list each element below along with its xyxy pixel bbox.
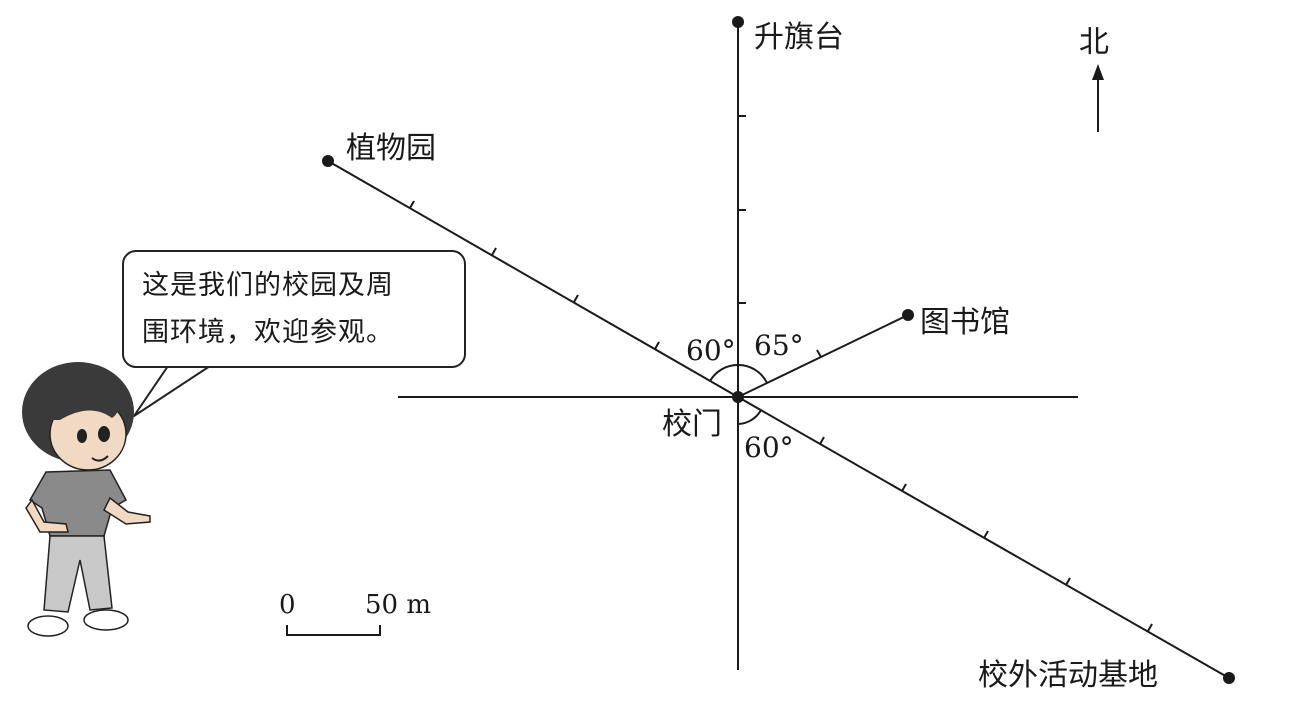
garden-angle-label: 60° bbox=[686, 334, 736, 367]
library-label: 图书馆 bbox=[920, 305, 1010, 340]
library-route-ticks bbox=[816, 349, 822, 358]
base-angle-label: 60° bbox=[744, 431, 794, 464]
north-axis-ticks bbox=[738, 115, 746, 304]
girl-illustration bbox=[22, 362, 151, 637]
speech-line-2: 围环境，欢迎参观。 bbox=[142, 317, 394, 348]
scale-fifty-label: 50 m bbox=[365, 590, 431, 620]
library-point bbox=[902, 309, 914, 321]
speech-line-1: 这是我们的校园及周 bbox=[142, 270, 394, 301]
library-angle-label: 65° bbox=[754, 329, 804, 362]
botanical-garden-point bbox=[322, 155, 334, 167]
outdoor-route-ticks bbox=[819, 436, 1153, 632]
school-gate-point bbox=[732, 391, 744, 403]
north-arrow-icon bbox=[1092, 64, 1104, 132]
outdoor-base-label: 校外活动基地 bbox=[978, 658, 1158, 693]
flag-platform-label: 升旗台 bbox=[754, 20, 844, 55]
outdoor-base-point bbox=[1223, 672, 1235, 684]
garden-route-ticks bbox=[409, 200, 660, 350]
base-angle-arc bbox=[737, 409, 762, 425]
scale-zero-label: 0 bbox=[279, 590, 296, 620]
north-label: 北 bbox=[1079, 25, 1109, 60]
botanical-garden-label: 植物园 bbox=[346, 131, 436, 166]
school-gate-label: 校门 bbox=[662, 407, 722, 442]
scale-bar: 0 50 m bbox=[279, 590, 431, 636]
library-angle-arc bbox=[737, 363, 768, 384]
flag-platform-point bbox=[732, 16, 744, 28]
garden-angle-arc bbox=[709, 363, 739, 382]
speech-bubble-tail bbox=[133, 365, 211, 417]
route-to-library bbox=[737, 314, 909, 398]
speech-bubble: 这是我们的校园及周 围环境，欢迎参观。 bbox=[122, 250, 466, 368]
route-to-botanical-garden bbox=[327, 160, 739, 398]
